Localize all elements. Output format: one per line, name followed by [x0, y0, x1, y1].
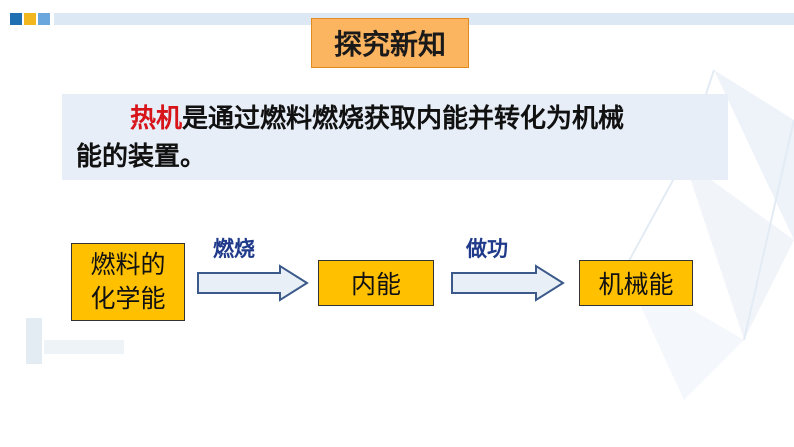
- definition-line1: 是通过燃料燃烧获取内能并转化为机械: [182, 104, 625, 134]
- chemical-energy-box: 燃料的 化学能: [71, 243, 185, 321]
- decor-square-lightblue: [38, 13, 50, 25]
- decor-square-blue: [10, 13, 22, 25]
- definition-line2: 能的装置。: [76, 142, 207, 172]
- arrow1-label: 燃烧: [213, 237, 255, 261]
- chemical-energy-line1: 燃料的: [90, 250, 166, 279]
- definition-box: 热机是通过燃料燃烧获取内能并转化为机械 能的装置。: [62, 94, 728, 180]
- right-arrow-2: [451, 264, 565, 302]
- page-title: 探究新知: [311, 18, 469, 68]
- chemical-energy-line2: 化学能: [90, 284, 166, 313]
- decor-square-yellow: [24, 13, 36, 25]
- definition-term: 热机: [130, 104, 183, 134]
- mechanical-energy-box: 机械能: [579, 260, 693, 306]
- right-arrow-1: [197, 264, 309, 302]
- arrow2-label: 做功: [466, 237, 508, 261]
- watermark-logo: [26, 318, 124, 364]
- internal-energy-box: 内能: [318, 260, 434, 306]
